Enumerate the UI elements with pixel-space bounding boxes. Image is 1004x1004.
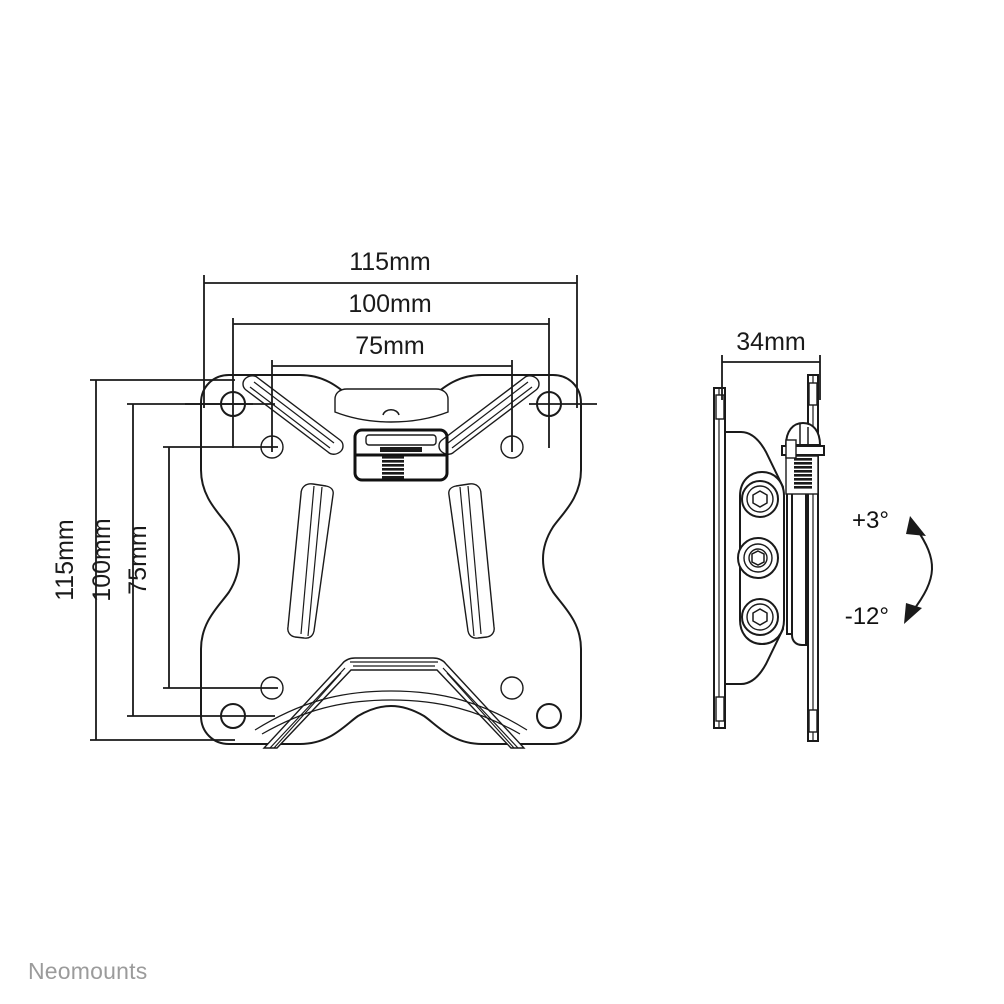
dim-height-115-label: 115mm <box>51 519 79 601</box>
arrow-head-up <box>906 516 926 536</box>
dim-width-100-label: 100mm <box>348 290 431 318</box>
vesa-plate-side-body <box>791 479 807 646</box>
dim-height-100-group: 100mm <box>88 403 275 717</box>
clamp-bar <box>380 447 422 452</box>
dim-height-75-label: 75mm <box>124 525 152 594</box>
bottom-inner-arc-upper <box>254 690 528 731</box>
dim-width-100-group: 100mm <box>232 290 550 448</box>
angle-tilt-down-label: -12° <box>845 603 889 630</box>
tilt-angle-indicator: +3° -12° <box>845 507 933 630</box>
angle-tilt-up-label: +3° <box>852 507 889 534</box>
bottom-inner-arc-lower <box>261 699 521 735</box>
side-screw-thread <box>794 458 812 489</box>
rib-diagonal-top-left <box>242 375 344 455</box>
rib-bottom-trapezoid <box>262 657 526 749</box>
dim-width-115-label: 115mm <box>349 248 431 276</box>
hex-bolt-top <box>741 480 779 518</box>
wall-plate <box>713 387 726 729</box>
side-view-group: 34mm +3° -12° <box>713 328 933 742</box>
rib-diagonal-top-right <box>438 375 540 455</box>
clamp-screw-thread <box>382 456 404 479</box>
dim-height-100-label: 100mm <box>88 518 116 601</box>
dim-width-75-label: 75mm <box>355 332 424 360</box>
clamp-slot <box>365 434 437 446</box>
hex-bolt-middle <box>737 537 779 579</box>
screw-collar <box>781 445 825 456</box>
hole-inner-bottom-right <box>500 676 524 700</box>
dim-width-115-group: 115mm <box>185 248 597 408</box>
top-tab-outline <box>334 388 449 423</box>
brand-logo-text: Neomounts <box>28 958 148 984</box>
monitor-mount-rail <box>807 374 819 742</box>
top-center-bump <box>382 409 400 416</box>
tilt-arc <box>911 527 933 613</box>
rib-vertical-right <box>448 483 495 639</box>
side-screw-clamp <box>781 421 825 495</box>
rib-vertical-left <box>287 483 334 639</box>
dim-height-115-group: 115mm <box>51 379 235 741</box>
dim-depth-34-group: 34mm <box>721 328 821 400</box>
front-view-group: 115mm 100mm 75mm 115mm <box>51 248 597 749</box>
dim-height-75-group: 75mm <box>124 446 278 689</box>
dim-depth-34-label: 34mm <box>736 328 805 356</box>
arrow-head-down <box>904 603 922 624</box>
hex-bolt-bottom <box>741 598 779 636</box>
hole-corner-bottom-right <box>536 703 562 729</box>
dim-width-75-group: 75mm <box>271 332 513 452</box>
center-clamp-fixture <box>353 428 449 482</box>
